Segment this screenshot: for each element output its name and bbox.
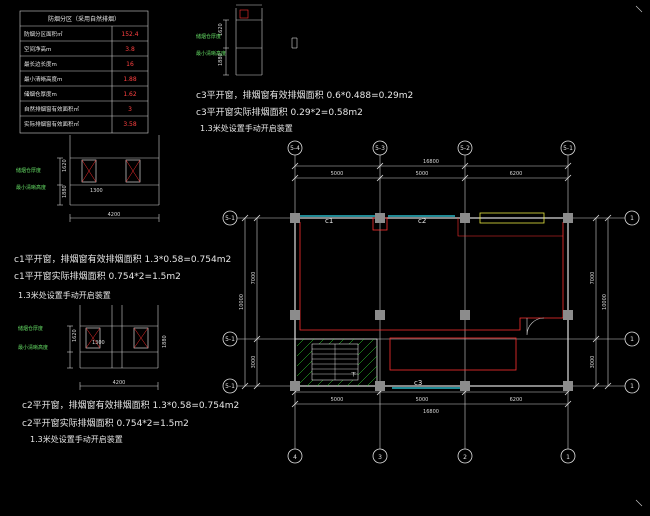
note-c3-line-1: c3平开窗，排烟窗有效排烟面积 0.6*0.488=0.29m2 <box>196 89 413 101</box>
table-row-value: 3.8 <box>125 46 135 53</box>
detail-top-label-1: 储烟仓厚度 <box>196 33 221 40</box>
outer-wall <box>294 217 569 387</box>
axis-bottom-2: 3 <box>378 454 382 461</box>
axis-right-2: 1 <box>630 336 634 343</box>
table-row-label: 储烟仓厚度m <box>24 90 57 98</box>
axis-bubbles <box>222 140 640 464</box>
top-dim-3: 6200 <box>510 171 523 177</box>
axis-left-1: 5-1 <box>225 215 235 222</box>
smoke-zone-table <box>19 10 149 134</box>
note-c1-line-3: 1.3米处设置手动开启装置 <box>18 290 111 300</box>
table-row-label: 最小清晰高度m <box>24 75 62 83</box>
stair-mark: 下 <box>351 372 356 378</box>
table-row-value: 152.4 <box>121 31 138 38</box>
window-c2-label: c2 <box>418 217 426 225</box>
axis-right-3: 1 <box>630 383 634 390</box>
detail-top-dim-1: 1620 <box>218 23 224 36</box>
detail-lower <box>67 305 159 390</box>
note-c2-line-3: 1.3米处设置手动开启装置 <box>30 434 123 444</box>
table-row-label: 防烟分区面积㎡ <box>24 30 63 38</box>
axis-top-4: 5-1 <box>563 145 573 152</box>
detail-mid-label-2: 最小清晰高度 <box>16 184 46 191</box>
table-row-value: 1.88 <box>123 76 137 83</box>
table-row-label: 空间净高m <box>24 45 51 53</box>
detail-top-dim-2: 1880 <box>218 53 224 66</box>
table-header: 防烟分区（采用自然排烟） <box>48 15 120 23</box>
axis-top-3: 5-2 <box>460 145 470 152</box>
detail-mid-dim-1: 1620 <box>62 159 68 172</box>
detail-lower-dim-2: 1880 <box>162 335 168 348</box>
detail-top-mark <box>291 37 298 49</box>
detail-mid-inner: 1300 <box>90 188 103 194</box>
table-row-value: 1.62 <box>123 91 137 98</box>
note-c3-line-3: 1.3米处设置手动开启装置 <box>200 123 293 133</box>
top-total-dim: 16800 <box>423 159 439 165</box>
table-row-label: 实际排烟窗有效面积㎡ <box>24 120 80 128</box>
zone-boundary-red <box>299 222 564 331</box>
bottom-dim-2: 5000 <box>416 397 429 403</box>
note-c2-line-2: c2平开窗实际排烟面积 0.754*2=1.5m2 <box>22 417 189 429</box>
top-dim-2: 5000 <box>416 171 429 177</box>
top-dim-1: 5000 <box>331 171 344 177</box>
door-swing <box>526 317 545 336</box>
room-red <box>389 337 517 371</box>
detail-top-label-2: 最小清晰高度 <box>196 50 226 57</box>
left-total-dim: 10000 <box>239 294 245 310</box>
detail-lower-width: 4200 <box>113 380 126 386</box>
floor-plan: 下 <box>236 152 626 450</box>
axis-bottom-1: 4 <box>293 454 297 461</box>
axis-top-2: 5-3 <box>375 145 385 152</box>
axis-right-1: 1 <box>630 215 634 222</box>
left-dim-1: 7000 <box>251 272 257 285</box>
stair-block <box>294 338 378 387</box>
note-c1-line-2: c1平开窗实际排烟面积 0.754*2=1.5m2 <box>14 270 181 282</box>
detail-lower-dim-1: 1620 <box>72 329 78 342</box>
detail-top-window <box>239 9 249 19</box>
table-row-label: 自然排烟窗有效面积㎡ <box>24 105 80 113</box>
bottom-dim-3: 6200 <box>510 397 523 403</box>
axis-top-1: 5-4 <box>290 145 300 152</box>
table-rows: 防烟分区面积㎡ 152.4 空间净高m 3.8 最长边长度m 16 最小清晰高度m 1.88 储… <box>24 30 139 128</box>
table-row-value: 3 <box>128 106 132 113</box>
bottom-dim-1: 5000 <box>331 397 344 403</box>
axis-left-2: 5-1 <box>225 336 235 343</box>
table-row-value: 3.58 <box>123 121 137 128</box>
detail-mid <box>57 135 160 222</box>
columns <box>290 213 573 391</box>
axis-left-3: 5-1 <box>225 383 235 390</box>
left-dim-2: 3000 <box>251 356 257 369</box>
window-yellow <box>479 212 545 224</box>
note-c1-line-1: c1平开窗，排烟窗有效排烟面积 1.3*0.58=0.754m2 <box>14 253 231 265</box>
detail-lower-label-1: 储烟仓厚度 <box>18 325 43 332</box>
detail-mid-label-1: 储烟仓厚度 <box>16 167 41 174</box>
axis-bottom-3: 2 <box>463 454 467 461</box>
axis-bottom-4: 1 <box>566 454 570 461</box>
detail-mid-dim-2: 1880 <box>62 185 68 198</box>
note-c2-line-1: c2平开窗，排烟窗有效排烟面积 1.3*0.58=0.754m2 <box>22 399 239 411</box>
right-dim-1: 7000 <box>590 272 596 285</box>
detail-top <box>223 4 263 76</box>
note-c3-line-2: c3平开窗实际排烟面积 0.29*2=0.58m2 <box>196 106 363 118</box>
detail-lower-hatch <box>85 327 149 349</box>
bottom-total-dim: 16800 <box>423 409 439 415</box>
table-row-label: 最长边长度m <box>24 60 57 68</box>
detail-lower-label-2: 最小清晰高度 <box>18 344 48 351</box>
window-c3-label: c3 <box>414 379 422 387</box>
corner-marks <box>635 5 643 507</box>
window-c1-label: c1 <box>325 217 333 225</box>
detail-mid-width: 4200 <box>108 212 121 218</box>
table-row-value: 16 <box>126 61 134 68</box>
right-total-dim: 10000 <box>602 294 608 310</box>
detail-mid-hatch <box>81 159 141 183</box>
detail-lower-inner: 1300 <box>92 340 105 346</box>
right-dim-2: 3000 <box>590 356 596 369</box>
